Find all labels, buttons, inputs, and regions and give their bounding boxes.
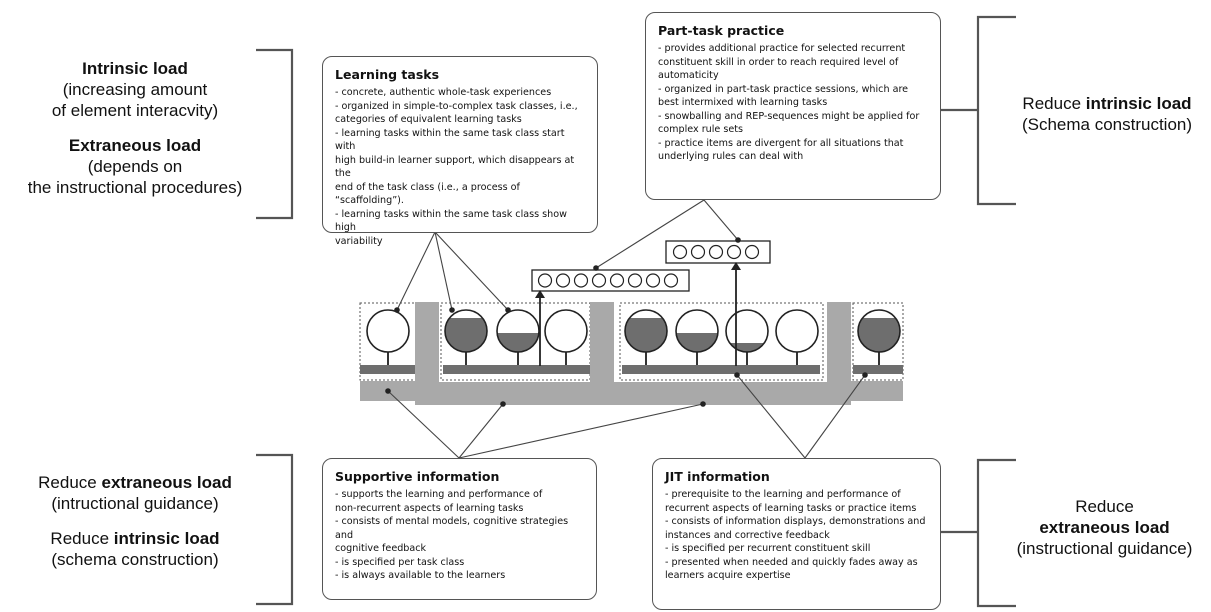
left-bottom-labels: Reduce extraneous load (intructional gui… — [0, 472, 270, 570]
learning-task-circle — [544, 309, 588, 365]
list-item: - consists of mental models, cognitive s… — [335, 516, 569, 541]
reduce-label: Reduce — [50, 529, 110, 548]
right-bottom-labels: Reduce extraneous load (instructional gu… — [998, 496, 1211, 559]
supportive-information-title: Supportive information — [335, 469, 500, 484]
practice-items-strip-2 — [665, 240, 771, 264]
list-item: non-recurrent aspects of learning tasks — [335, 502, 524, 514]
list-item: - prerequisite to the learning and perfo… — [665, 489, 901, 500]
learning-task-circle — [496, 309, 540, 365]
list-item: underlying rules can deal with — [658, 151, 804, 162]
supportive-frame — [360, 302, 903, 405]
list-item: - organized in simple-to-complex task cl… — [335, 100, 578, 112]
list-item: - consists of information displays, demo… — [665, 516, 926, 527]
list-item: recurrent aspects of learning tasks or p… — [665, 502, 917, 514]
learning-task-circle — [444, 309, 488, 365]
list-item: - supports the learning and performance … — [335, 489, 543, 500]
schema-label: (Schema construction) — [1021, 115, 1193, 134]
learning-task-circles — [366, 309, 901, 365]
supportive-information-list: - supports the learning and performance … — [335, 488, 586, 583]
intrinsic-load-label: intrinsic load — [113, 529, 220, 548]
learning-task-circle — [624, 309, 668, 365]
connector-lines — [385, 199, 868, 459]
list-item: - is always available to the learners — [335, 570, 506, 581]
list-item: end of the task class (i.e., a process o… — [335, 181, 520, 207]
intrinsic-load-desc-1: (increasing amount — [62, 80, 208, 99]
list-item: - learning tasks within the same task cl… — [335, 127, 565, 153]
intrinsic-load-desc-2: of element interacvity) — [51, 101, 219, 120]
extraneous-load-label: extraneous load — [101, 473, 232, 492]
left-top-labels: Intrinsic load (increasing amount of ele… — [0, 58, 270, 198]
supportive-information-box: Supportive information - supports the le… — [322, 458, 597, 600]
learning-task-circle — [675, 309, 719, 365]
list-item: - is specified per task class — [335, 556, 465, 568]
learning-task-circle — [857, 309, 901, 365]
list-item: complex rule sets — [658, 124, 744, 135]
guidance-label: (intructional guidance) — [51, 494, 219, 513]
list-item: - concrete, authentic whole-task experie… — [335, 87, 552, 98]
intrinsic-load-heading: Intrinsic load — [82, 59, 188, 78]
list-item: constituent skill in order to reach requ… — [658, 56, 899, 68]
list-item: - presented when needed and quickly fade… — [665, 556, 918, 568]
list-item: - provides additional practice for selec… — [658, 43, 906, 54]
guidance-label: (instructional guidance) — [1016, 539, 1193, 558]
extraneous-load-heading: Extraneous load — [68, 136, 202, 155]
reduce-label: Reduce — [38, 473, 97, 492]
learning-tasks-box: Learning tasks - concrete, authentic who… — [322, 56, 598, 247]
left-top-bracket — [256, 48, 294, 220]
task-plates — [360, 365, 903, 374]
list-item: - learning tasks within the same task cl… — [335, 208, 567, 234]
learning-task-circle — [775, 309, 819, 365]
practice-arrows — [535, 262, 741, 366]
part-task-practice-title: Part-task practice — [658, 23, 785, 38]
reduce-label: Reduce — [1075, 497, 1134, 516]
list-item: high build-in learner support, which dis… — [335, 154, 575, 180]
list-item: automaticity — [658, 70, 719, 81]
list-item: - snowballing and REP-sequences might be… — [658, 110, 920, 122]
jit-information-box: JIT information - prerequisite to the le… — [652, 458, 941, 610]
task-class-frames — [359, 302, 904, 381]
learning-task-circle — [725, 309, 769, 365]
part-task-practice-box: Part-task practice - provides additional… — [645, 12, 941, 200]
extraneous-load-label: extraneous load — [1039, 518, 1170, 537]
learning-tasks-title: Learning tasks — [335, 67, 440, 82]
right-top-labels: Reduce intrinsic load (Schema constructi… — [1003, 93, 1211, 135]
list-item: best intermixed with learning tasks — [658, 97, 828, 108]
practice-items-strip-1 — [531, 269, 690, 292]
list-item: cognitive feedback — [335, 543, 427, 554]
left-bottom-bracket — [256, 453, 294, 606]
extraneous-load-desc-1: (depends on — [87, 157, 183, 176]
list-item: categories of equivalent learning tasks — [335, 114, 522, 125]
learning-task-circle — [366, 309, 410, 365]
list-item: - practice items are divergent for all s… — [658, 137, 904, 149]
list-item: variability — [335, 235, 383, 247]
extraneous-load-desc-2: the instructional procedures) — [27, 178, 243, 197]
jit-information-title: JIT information — [665, 469, 770, 484]
list-item: - is specified per recurrent constituent… — [665, 543, 871, 554]
list-item: learners acquire expertise — [665, 570, 791, 581]
part-task-practice-list: - provides additional practice for selec… — [658, 42, 930, 164]
learning-tasks-list: - concrete, authentic whole-task experie… — [335, 86, 587, 248]
list-item: instances and corrective feedback — [665, 529, 830, 541]
intrinsic-load-label: intrinsic load — [1085, 94, 1192, 113]
reduce-label: Reduce — [1022, 94, 1082, 113]
schema-label: (schema construction) — [51, 550, 219, 569]
jit-information-list: - prerequisite to the learning and perfo… — [665, 488, 930, 583]
list-item: - organized in part-task practice sessio… — [658, 83, 909, 95]
